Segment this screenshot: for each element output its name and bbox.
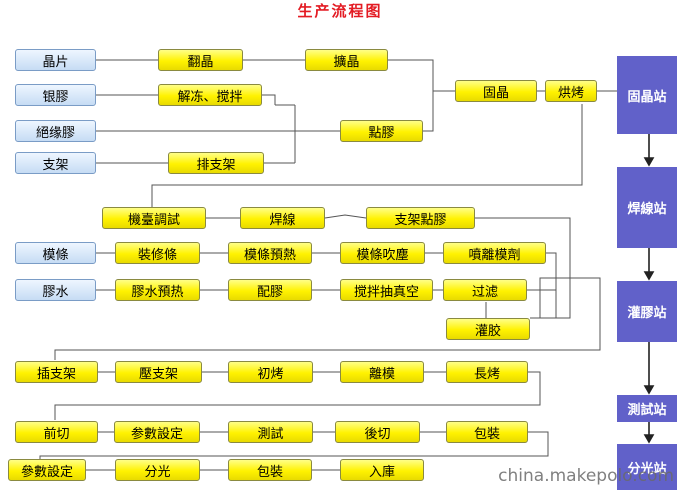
station-die-bond: 固晶站 — [617, 56, 677, 134]
step-bake: 烘烤 — [545, 80, 597, 102]
step-vacuum-stir: 搅拌抽真空 — [340, 279, 433, 301]
step-press-bracket: 壓支架 — [115, 361, 202, 383]
step-param-set-1: 参數設定 — [114, 421, 200, 443]
step-dispense: 點膠 — [340, 120, 423, 142]
input-bracket: 支架 — [15, 152, 96, 174]
input-mold-strip: 模條 — [15, 242, 96, 264]
step-front-cut: 前切 — [15, 421, 98, 443]
step-expand-wafer: 擴晶 — [305, 49, 388, 71]
watermark: china.makepolo.com — [498, 466, 674, 486]
step-test: 測試 — [228, 421, 313, 443]
station-test: 測試站 — [617, 395, 677, 422]
step-binning: 分光 — [115, 459, 200, 481]
step-wire-bond: 焊線 — [240, 207, 325, 229]
step-mix-glue: 配膠 — [228, 279, 312, 301]
step-die-bond: 固晶 — [455, 80, 537, 102]
step-param-set-2: 參數設定 — [8, 459, 86, 481]
step-long-bake: 長烤 — [446, 361, 528, 383]
step-package-1: 包裝 — [446, 421, 528, 443]
station-potting: 灌膠站 — [617, 281, 677, 342]
step-machine-adjust: 機臺調試 — [102, 207, 206, 229]
step-flip-wafer: 翻晶 — [158, 49, 243, 71]
step-bracket-dispense: 支架點膠 — [366, 207, 475, 229]
step-preheat-glue: 膠水預热 — [115, 279, 200, 301]
step-pot-glue: 灌胶 — [446, 318, 530, 340]
step-insert-bracket: 插支架 — [15, 361, 98, 383]
station-binning: 分光站 — [617, 444, 677, 490]
step-package-2: 包裝 — [228, 459, 312, 481]
step-filter: 过滤 — [443, 279, 527, 301]
step-demold: 離模 — [340, 361, 424, 383]
station-wire-bond: 焊線站 — [617, 167, 677, 248]
step-mount-strip: 裝修條 — [115, 242, 200, 264]
step-warehouse: 入庫 — [340, 459, 424, 481]
page-title: 生产流程图 — [297, 2, 383, 20]
step-preheat-strip: 模條預熱 — [228, 242, 312, 264]
step-spray-release: 噴離模劑 — [443, 242, 546, 264]
step-blow-dust: 模條吹塵 — [340, 242, 425, 264]
step-thaw-stir: 解冻、搅拌 — [158, 84, 262, 106]
input-insulating-paste: 絕缘膠 — [15, 120, 96, 142]
step-rear-cut: 後切 — [335, 421, 420, 443]
step-initial-bake: 初烤 — [228, 361, 313, 383]
input-glue: 膠水 — [15, 279, 96, 301]
input-wafer: 晶片 — [15, 49, 96, 71]
input-silver-paste: 银膠 — [15, 84, 96, 106]
step-arrange-bracket: 排支架 — [168, 152, 264, 174]
